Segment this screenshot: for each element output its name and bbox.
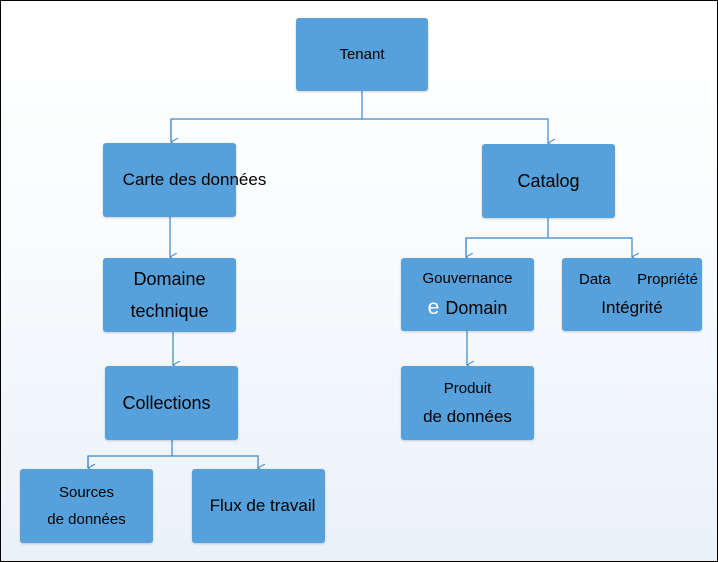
node-governance-line2: Domain [445, 298, 508, 318]
node-data-label: Data [579, 271, 611, 288]
node-data-map-label: Carte des données [122, 170, 267, 189]
node-governance-accent-glyph: e [427, 296, 440, 319]
connector-catalog-bus [465, 218, 632, 257]
node-data-property-integrity: Data Propriété Intégrité [562, 258, 702, 331]
node-technical-domain: Domaine technique [103, 258, 236, 332]
node-data-product-line2: de données [423, 406, 512, 426]
node-property-label: Propriété [637, 271, 698, 288]
node-data-sources: Sources de données [20, 469, 153, 543]
node-collections: Collections [105, 366, 238, 440]
node-catalog: Catalog [482, 144, 615, 218]
node-data-product: Produit de données [401, 366, 534, 440]
node-governance-line1: Gouvernance [422, 270, 513, 287]
node-tenant-label: Tenant [339, 46, 385, 63]
node-catalog-label: Catalog [517, 171, 580, 191]
node-governance-domain: Gouvernance e Domain [401, 258, 534, 331]
connector-tenant-bus [170, 91, 548, 143]
node-collections-label: Collections [122, 393, 211, 413]
node-integrity-label: Intégrité [601, 298, 663, 317]
node-data-property-row: Data Propriété [562, 266, 702, 293]
node-workflow-label: Flux de travail [209, 496, 316, 515]
node-data-map: Carte des données [103, 143, 266, 217]
node-technical-domain-line2: technique [130, 301, 209, 321]
node-governance-line2-row: e Domain [428, 292, 508, 324]
node-workflow: Flux de travail [192, 469, 325, 543]
node-data-product-line1: Produit [443, 379, 492, 397]
node-data-sources-line1: Sources [58, 484, 115, 501]
node-data-sources-line2: de données [47, 511, 126, 528]
node-technical-domain-line1: Domaine [133, 269, 206, 289]
connector-collections-bus [87, 440, 258, 468]
node-tenant: Tenant [296, 18, 428, 91]
